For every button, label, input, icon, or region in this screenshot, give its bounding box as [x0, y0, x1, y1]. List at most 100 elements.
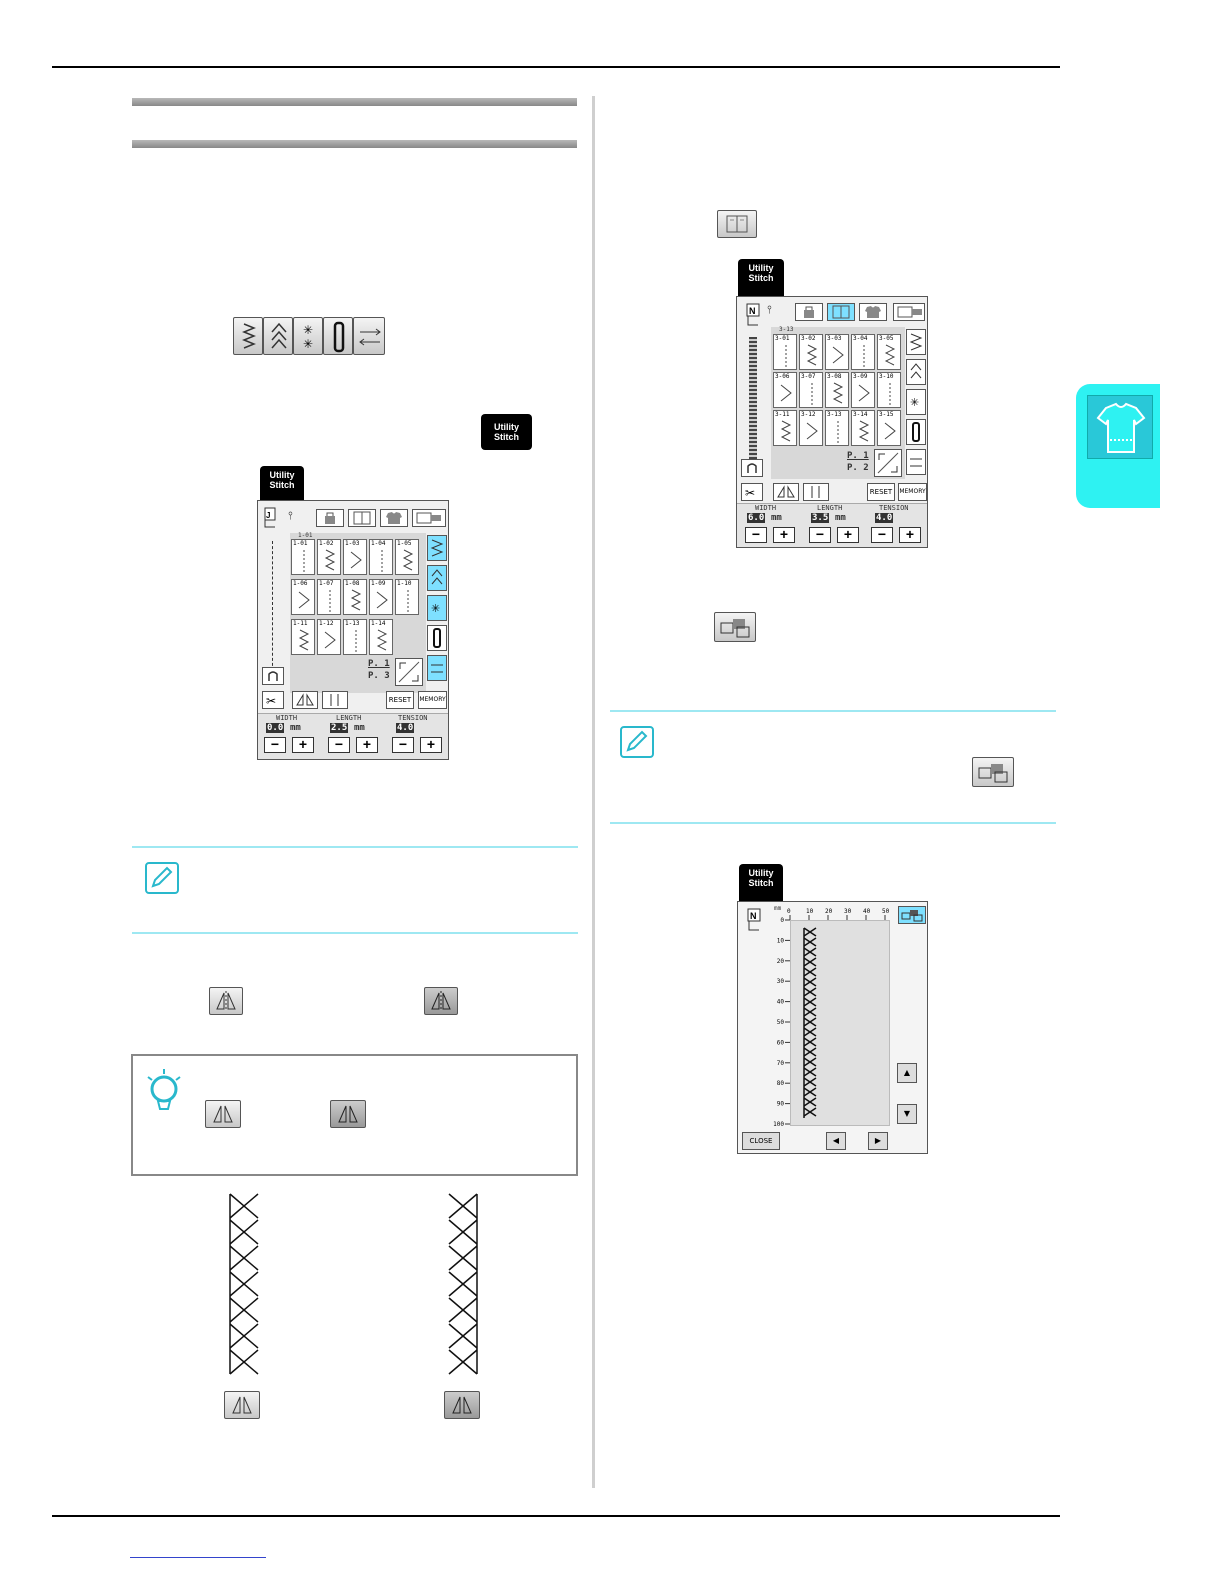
category-sideways-icon-2[interactable] [906, 449, 926, 475]
stitch-cell-3-13[interactable]: 3-13 [825, 410, 849, 446]
thread-cutter-icon[interactable]: ✂ [262, 691, 284, 709]
stitch-cell-3-05[interactable]: 3-05 [877, 334, 901, 370]
buttonhole-key-icon[interactable] [323, 317, 353, 355]
width-plus-button-2[interactable]: + [773, 527, 795, 543]
length-minus-button[interactable]: − [328, 737, 350, 753]
stitch-cell-1-07[interactable]: 1-07 [317, 579, 341, 615]
category-buttonhole-icon[interactable] [427, 625, 447, 651]
shirt-mode-icon[interactable] [380, 509, 408, 527]
double-needle-icon[interactable] [322, 691, 348, 709]
tension-plus-button[interactable]: + [420, 737, 442, 753]
category-zigzag-icon[interactable] [427, 535, 447, 561]
stitch-cell-1-13[interactable]: 1-13 [343, 619, 367, 655]
scroll-right-button[interactable]: ▶ [868, 1132, 888, 1150]
stitch-cell-3-02[interactable]: 3-02 [799, 334, 823, 370]
stitch-cell-3-04[interactable]: 3-04 [851, 334, 875, 370]
image-preview-icon[interactable] [714, 612, 756, 642]
stitch-cell-1-09[interactable]: 1-09 [369, 579, 393, 615]
footer-link-underline[interactable] [130, 1557, 266, 1558]
close-button[interactable]: CLOSE [742, 1132, 780, 1150]
tension-minus-button-2[interactable]: − [871, 527, 893, 543]
mirror-icon-2[interactable] [773, 483, 799, 501]
help-icon-2[interactable] [893, 303, 925, 321]
category-chevron-icon-2[interactable] [906, 359, 926, 385]
page-arrow-button[interactable] [395, 658, 423, 686]
scroll-left-button[interactable]: ◀ [826, 1132, 846, 1150]
image-preview-icon-2[interactable] [972, 757, 1014, 787]
stitch-cell-1-02[interactable]: 1-02 [317, 539, 341, 575]
stitch-cell-3-14[interactable]: 3-14 [851, 410, 875, 446]
tip-mirror-selected-icon[interactable] [330, 1100, 366, 1128]
width-minus-button-2[interactable]: − [745, 527, 767, 543]
length-value: 2.5 [330, 723, 349, 733]
scroll-down-button[interactable]: ▼ [897, 1104, 917, 1124]
length-minus-button-2[interactable]: − [809, 527, 831, 543]
stitch-glyph-icon [889, 383, 891, 405]
stitch-cell-1-12[interactable]: 1-12 [317, 619, 341, 655]
straight-zigzag-key-icon[interactable] [233, 317, 263, 355]
stitch-book-icon[interactable] [348, 509, 376, 527]
stitch-cell-3-09[interactable]: 3-09 [851, 372, 875, 408]
stitch-cell-3-06[interactable]: 3-06 [773, 372, 797, 408]
stitch-cell-1-08[interactable]: 1-08 [343, 579, 367, 615]
reverse-stitch-icon[interactable] [262, 667, 284, 685]
stitch-cell-3-12[interactable]: 3-12 [799, 410, 823, 446]
stitch-cell-1-11[interactable]: 1-11 [291, 619, 315, 655]
shirt-mode-icon-2[interactable] [859, 303, 887, 321]
stitch-cell-1-14[interactable]: 1-14 [369, 619, 393, 655]
reset-button-2[interactable]: RESET [867, 483, 895, 501]
stitch-cell-3-01[interactable]: 3-01 [773, 334, 797, 370]
reset-button[interactable]: RESET [386, 691, 414, 709]
double-needle-icon-2[interactable] [803, 483, 829, 501]
tip-mirror-icon[interactable] [205, 1100, 241, 1128]
stitch-cell-3-10[interactable]: 3-10 [877, 372, 901, 408]
stitch-cell-3-15[interactable]: 3-15 [877, 410, 901, 446]
stitch-cell-1-05[interactable]: 1-05 [395, 539, 419, 575]
width-minus-button[interactable]: − [264, 737, 286, 753]
stitch-glyph-icon [376, 591, 388, 609]
stitch-book-icon-2[interactable] [827, 303, 855, 321]
stitch-cell-3-07[interactable]: 3-07 [799, 372, 823, 408]
lock-icon-2[interactable] [795, 303, 823, 321]
memory-button-2[interactable]: MEMORY [898, 483, 927, 501]
category-zigzag-icon-2[interactable] [906, 329, 926, 355]
chevron-key-icon[interactable] [263, 317, 293, 355]
category-buttonhole-icon-2[interactable] [906, 419, 926, 445]
stitch-cell-1-06[interactable]: 1-06 [291, 579, 315, 615]
width-unit: mm [290, 723, 301, 733]
mirror-image-icon[interactable] [209, 987, 243, 1015]
cross-stitch-key-icon[interactable]: ✳✳ [293, 317, 323, 355]
memory-button[interactable]: MEMORY [418, 691, 447, 709]
image-preview-toggle-icon[interactable] [898, 906, 926, 924]
sideways-key-icon[interactable] [353, 317, 385, 355]
stitch-cell-3-03[interactable]: 3-03 [825, 334, 849, 370]
length-plus-button-2[interactable]: + [837, 527, 859, 543]
stitch-cell-3-08[interactable]: 3-08 [825, 372, 849, 408]
stitch-cell-1-03[interactable]: 1-03 [343, 539, 367, 575]
mirror-icon[interactable] [292, 691, 318, 709]
category-cross-icon-2[interactable]: ✳ [906, 389, 926, 415]
category-cross-icon[interactable]: ✳ [427, 595, 447, 621]
width-plus-button[interactable]: + [292, 737, 314, 753]
tension-minus-button[interactable]: − [392, 737, 414, 753]
category-chevron-icon[interactable] [427, 565, 447, 591]
mirror-image-selected-icon[interactable] [424, 987, 458, 1015]
page-arrow-button-2[interactable] [874, 449, 902, 477]
stitch-cell-1-04[interactable]: 1-04 [369, 539, 393, 575]
stitch-cell-1-01[interactable]: 1-01 [291, 539, 315, 575]
category-sideways-icon[interactable] [427, 655, 447, 681]
length-plus-button[interactable]: + [356, 737, 378, 753]
thread-cutter-icon-2[interactable]: ✂ [741, 483, 763, 501]
scroll-up-button[interactable]: ▲ [897, 1063, 917, 1083]
lock-icon[interactable] [316, 509, 344, 527]
stitch-cell-1-10[interactable]: 1-10 [395, 579, 419, 615]
reverse-stitch-icon-2[interactable] [741, 459, 763, 477]
stitch-book-button-icon[interactable] [717, 210, 757, 238]
help-icon[interactable] [412, 509, 446, 527]
stitch-cell-3-11[interactable]: 3-11 [773, 410, 797, 446]
tension-plus-button-2[interactable]: + [899, 527, 921, 543]
